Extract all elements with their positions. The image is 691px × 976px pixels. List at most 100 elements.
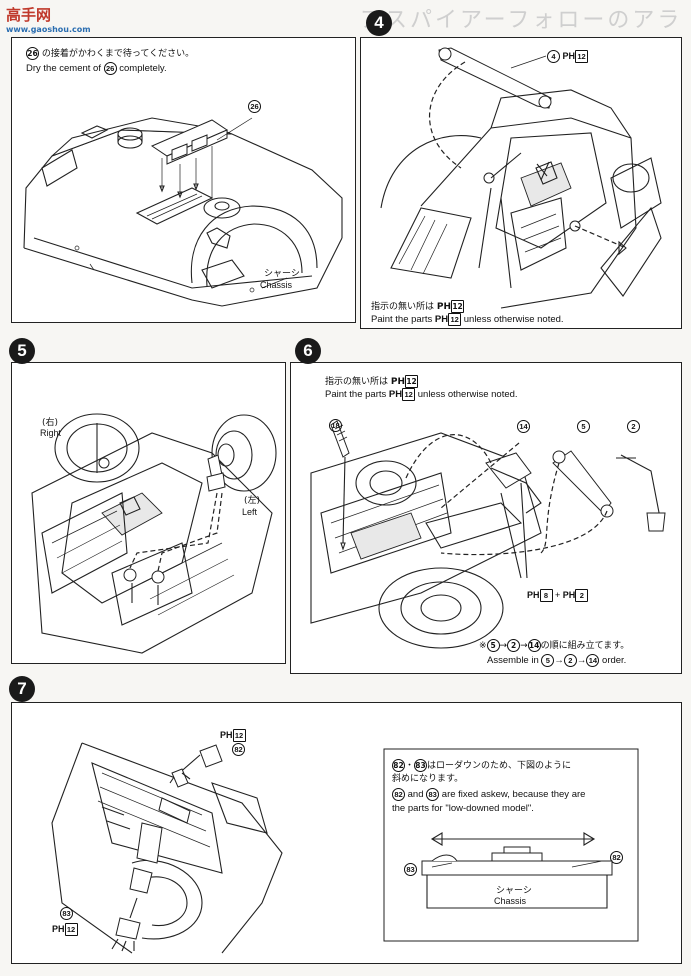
- order-step: 2: [507, 639, 521, 652]
- order-step: 5: [541, 654, 555, 667]
- chassis-label-jp: シャーシ: [264, 269, 300, 279]
- part-ref-badge: 14: [517, 420, 530, 433]
- diagram-part-82: 82: [610, 851, 623, 864]
- left-label-jp: (左): [244, 496, 261, 506]
- paint-code: PH: [434, 314, 449, 326]
- step-6-order-en: Assemble in 5→2→14 order.: [487, 654, 627, 667]
- paint-code: PH: [388, 389, 403, 401]
- step-5-illustration: [31, 413, 277, 654]
- paint-number: 12: [575, 50, 589, 63]
- part-ref-badge: 4: [547, 50, 560, 63]
- part-ref-badge: 82: [392, 788, 405, 801]
- paint-number: 12: [448, 313, 462, 326]
- part-83-ref: 83: [60, 907, 73, 920]
- part-ref-badge: 26: [103, 62, 117, 75]
- step-4-note-en-post: unless otherwise noted.: [463, 314, 564, 326]
- watermark-url: www.gaoshou.com: [6, 25, 91, 34]
- paint-number: 12: [64, 923, 78, 936]
- part-2-callout: 2: [627, 420, 640, 433]
- part-ref-badge: 82: [610, 851, 623, 864]
- info-jp-text-1: はローダウンのため、下図のように: [427, 761, 572, 771]
- paint-code: PH: [562, 50, 576, 61]
- step-4-note-jp: 指示の無い所は PH12: [371, 300, 465, 314]
- diagram-part-83: 83: [404, 863, 417, 876]
- part-82-ref: 82: [232, 743, 245, 756]
- info-jp-line-1: 82・83はローダウンのため、下図のように: [392, 759, 572, 772]
- step-4-note-jp-text: 指示の無い所は: [371, 302, 435, 312]
- step-3-note-en-post: completely.: [119, 63, 167, 75]
- step-3-note-jp: 26 の接着がかわくまで待ってください。: [26, 47, 194, 61]
- right-label-jp: (右): [42, 418, 59, 428]
- step-6-order-jp: ※5→2→14の順に組み立てます。: [479, 639, 630, 652]
- part-ref-badge: 82: [232, 743, 245, 756]
- step-4-note-en-pre: Paint the parts: [371, 314, 433, 326]
- step-6-note-jp: 指示の無い所は PH12: [325, 375, 419, 389]
- step-3-note-en-pre: Dry the cement of: [26, 63, 101, 75]
- paint-code: PH: [527, 589, 540, 600]
- part-ref-badge: 83: [404, 863, 417, 876]
- step-6-order-jp-text: の順に組み立てます。: [540, 641, 630, 651]
- part-ref-badge: 83: [60, 907, 73, 920]
- step-6-note-en-pre: Paint the parts: [325, 389, 387, 401]
- part-ref-badge: 26: [248, 100, 261, 113]
- step-6-order-en-pre: Assemble in: [487, 655, 539, 667]
- step-3-part-callout: 26: [248, 100, 261, 113]
- step-4-number-badge: 4: [366, 10, 392, 36]
- paint-code: PH: [562, 589, 576, 600]
- paint-number: 12: [232, 729, 246, 742]
- step-6-note-en-post: unless otherwise noted.: [417, 389, 518, 401]
- left-label-en: Left: [242, 507, 258, 517]
- step-7-number-badge: 7: [9, 676, 35, 702]
- part-5-callout: 5: [577, 420, 590, 433]
- watermark-brand: 高手网: [6, 6, 52, 24]
- info-en-line-1: 82 and 83 are fixed askew, because they …: [392, 788, 585, 801]
- order-step: 14: [586, 654, 600, 667]
- paint-number: 12: [451, 300, 465, 313]
- step-3-illustration: [23, 117, 343, 307]
- step-4-illustration: [380, 47, 662, 309]
- step-5-panel: (右) Right (左) Left: [11, 362, 286, 664]
- part-ref-badge: 2: [627, 420, 640, 433]
- step-3-note-jp-text: の接着がかわくまで待ってください。: [41, 49, 195, 59]
- info-jp-line-2: 斜めになります。: [392, 774, 464, 784]
- part-ref-badge: 83: [426, 788, 440, 801]
- step-5-number-badge: 5: [9, 338, 35, 364]
- part-ref-badge: 18: [329, 419, 342, 432]
- paint-number: 8: [539, 589, 553, 602]
- paint-code: PH: [52, 923, 65, 934]
- step-6-note-jp-text: 指示の無い所は: [325, 377, 389, 387]
- chassis-label-en: Chassis: [260, 280, 293, 290]
- info-en-line-2: the parts for "low-downed model".: [392, 803, 534, 814]
- step-6-number-badge: 6: [295, 338, 321, 364]
- step-3-panel: 26 の接着がかわくまで待ってください。 Dry the cement of 2…: [11, 37, 356, 323]
- step-6-order-en-post: order.: [602, 655, 627, 667]
- watermark-logo: 高手网 www.gaoshou.com: [6, 4, 91, 34]
- order-step: 2: [563, 654, 577, 667]
- part-ref-badge: 82: [392, 759, 405, 772]
- paint-number: 2: [575, 589, 589, 602]
- step-7-illustration: [51, 742, 639, 954]
- info-en-text-1: are fixed askew, because they are: [441, 789, 586, 801]
- paint-number: 12: [402, 388, 416, 401]
- part-ref-badge: 83: [414, 759, 428, 772]
- step-3-note-en: Dry the cement of 26 completely.: [26, 62, 167, 75]
- paint-code: PH: [390, 377, 406, 387]
- part-ref-badge: 26: [26, 47, 39, 60]
- part-14-callout: 14: [517, 420, 530, 433]
- paint-code: PH: [436, 302, 452, 312]
- right-label-en: Right: [40, 428, 62, 438]
- paint-code: PH: [220, 729, 233, 740]
- part-18-callout: 18: [329, 419, 342, 432]
- order-step: 14: [527, 639, 541, 652]
- info-en-and: and: [407, 789, 424, 801]
